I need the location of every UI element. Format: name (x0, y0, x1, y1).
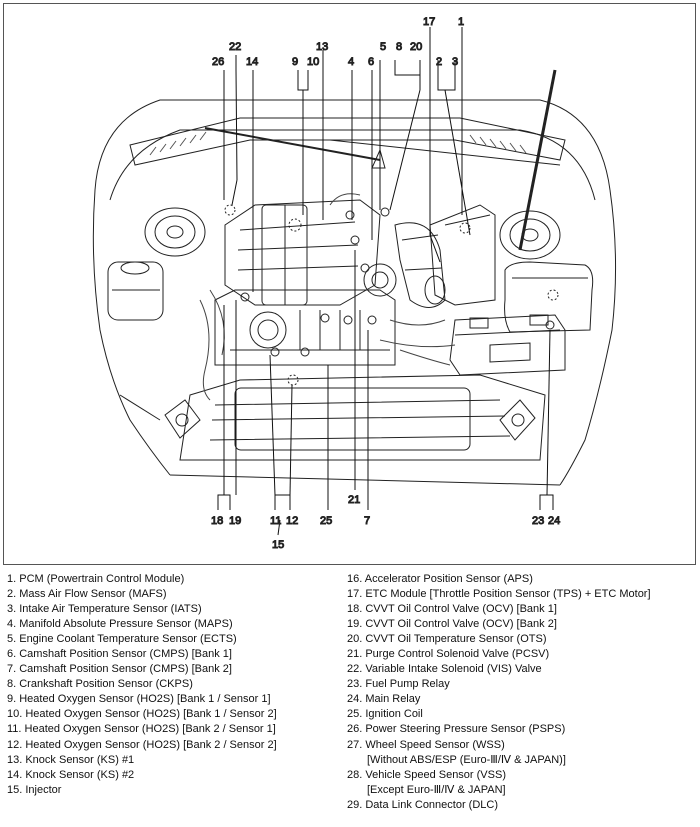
callout-6: 6 (368, 56, 374, 68)
legend-item: 19. CVVT Oil Control Valve (OCV) [Bank 2… (347, 618, 557, 631)
callout-13: 13 (316, 41, 328, 53)
callout-3: 3 (452, 56, 458, 68)
callout-7: 7 (364, 515, 370, 527)
callout-4: 4 (348, 56, 354, 68)
engine-compartment-diagram: 1 17 5 8 20 2 3 13 9 10 4 6 22 26 14 18 … (92, 16, 617, 552)
callout-14: 14 (246, 56, 258, 68)
washer-reservoir (107, 261, 164, 321)
callout-8: 8 (396, 41, 402, 53)
legend-item: 24. Main Relay (347, 693, 421, 706)
callout-2: 2 (436, 56, 442, 68)
legend-item: 18. CVVT Oil Control Valve (OCV) [Bank 1… (347, 603, 557, 616)
legend-item: 20. CVVT Oil Temperature Sensor (OTS) (347, 633, 547, 646)
relay-box (504, 261, 594, 333)
right-strut-tower (499, 210, 561, 260)
legend-item: 9. Heated Oxygen Sensor (HO2S) [Bank 1 /… (7, 693, 271, 706)
callout-19: 19 (229, 515, 241, 527)
callout-10: 10 (307, 56, 319, 68)
hoses-wiring (199, 193, 456, 401)
legend-item: 21. Purge Control Solenoid Valve (PCSV) (347, 648, 550, 661)
legend-item: 26. Power Steering Pressure Sensor (PSPS… (347, 723, 566, 736)
callout-18: 18 (211, 515, 223, 527)
legend-item: 5. Engine Coolant Temperature Sensor (EC… (7, 633, 237, 646)
legend-right-column: 16. Accelerator Position Sensor (APS) 17… (347, 572, 697, 813)
figure-frame (3, 3, 696, 565)
legend-item: 22. Variable Intake Solenoid (VIS) Valve (347, 663, 542, 676)
etc-throttle-body (363, 263, 397, 297)
air-cleaner-box (429, 204, 496, 306)
right-front-component (499, 399, 536, 441)
legend-item: 11. Heated Oxygen Sensor (HO2S) [Bank 2 … (7, 723, 276, 736)
callout-15: 15 (272, 539, 284, 551)
legend-item: 29. Data Link Connector (DLC) (347, 798, 499, 811)
legend-item: 16. Accelerator Position Sensor (APS) (347, 573, 533, 585)
legend-subnote: [Except Euro-Ⅲ/Ⅳ & JAPAN] (367, 783, 506, 796)
left-strut-tower (144, 207, 206, 257)
legend-item: 3. Intake Air Temperature Sensor (IATS) (7, 603, 202, 616)
callout-labels: 1 17 5 8 20 2 3 13 9 10 4 6 22 26 14 18 … (211, 16, 561, 552)
engine-block (214, 289, 396, 386)
callout-21: 21 (348, 494, 360, 506)
callout-23: 23 (532, 515, 544, 527)
hood-prop-rod (518, 69, 557, 251)
callout-20: 20 (410, 41, 422, 53)
leader-lines (217, 27, 554, 536)
legend-item: 15. Injector (7, 783, 62, 796)
legend-item: 4. Manifold Absolute Pressure Sensor (MA… (7, 618, 233, 631)
legend-item: 10. Heated Oxygen Sensor (HO2S) [Bank 1 … (7, 708, 277, 721)
callout-9: 9 (292, 56, 298, 68)
legend-item: 1. PCM (Powertrain Control Module) (7, 573, 185, 585)
legend-item: 13. Knock Sensor (KS) #1 (7, 753, 135, 766)
callout-17: 17 (423, 16, 435, 28)
legend-item: 14. Knock Sensor (KS) #2 (7, 768, 135, 781)
legend-item: 27. Wheel Speed Sensor (WSS) (347, 738, 505, 751)
legend-subnote: [Without ABS/ESP (Euro-Ⅲ/Ⅳ & JAPAN)] (367, 753, 566, 766)
legend-item: 17. ETC Module [Throttle Position Sensor… (347, 588, 651, 601)
callout-25: 25 (320, 515, 332, 527)
callout-12: 12 (286, 515, 298, 527)
callout-1: 1 (458, 16, 464, 28)
legend-item: 25. Ignition Coil (347, 708, 423, 721)
legend-item: 8. Crankshaft Position Sensor (CKPS) (7, 678, 193, 691)
callout-26: 26 (212, 56, 224, 68)
callout-11: 11 (270, 515, 281, 527)
callout-22: 22 (229, 41, 241, 53)
legend-item: 2. Mass Air Flow Sensor (MAFS) (7, 588, 167, 601)
callout-5: 5 (380, 41, 386, 53)
engine-bay-outline (92, 99, 617, 486)
legend-item: 7. Camshaft Position Sensor (CMPS) [Bank… (7, 663, 232, 676)
radiator-support (179, 374, 546, 461)
left-front-component (119, 394, 201, 439)
callout-24: 24 (548, 515, 560, 527)
legend-item: 23. Fuel Pump Relay (347, 678, 450, 691)
cowl-panel (129, 69, 566, 251)
battery (449, 314, 566, 376)
legend-left-column: 1. PCM (Powertrain Control Module) 2. Ma… (7, 572, 337, 798)
intake-manifold (224, 199, 381, 306)
legend-item: 6. Camshaft Position Sensor (CMPS) [Bank… (7, 648, 232, 661)
sensor-markers (224, 204, 390, 357)
air-intake-duct (394, 222, 446, 308)
legend-item: 28. Vehicle Speed Sensor (VSS) (347, 768, 506, 781)
legend-item: 12. Heated Oxygen Sensor (HO2S) [Bank 2 … (7, 738, 277, 751)
